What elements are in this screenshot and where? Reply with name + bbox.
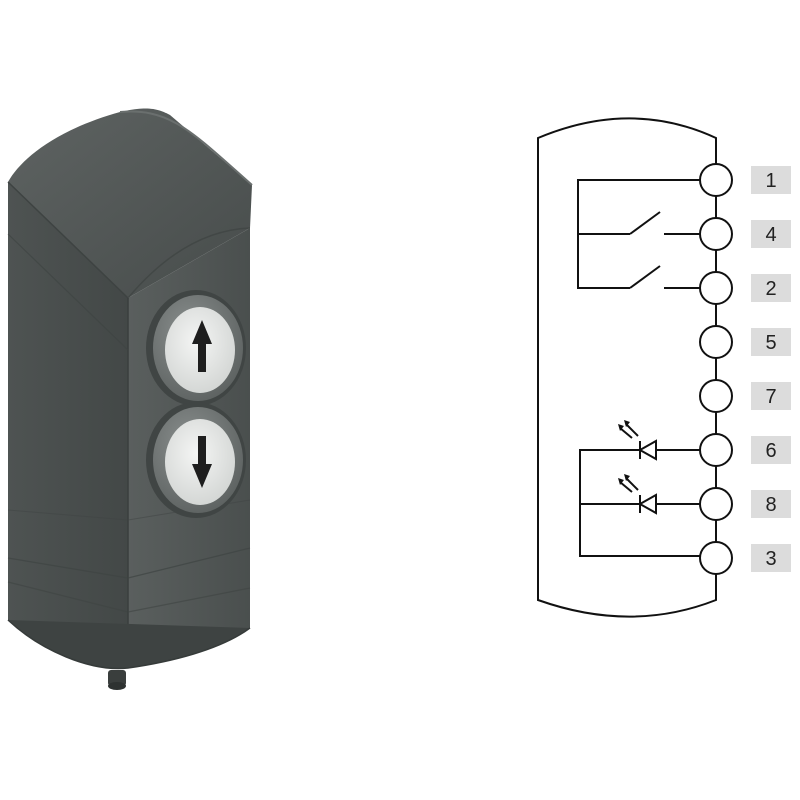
diagram-outline xyxy=(537,117,717,618)
terminal-circle xyxy=(699,217,733,251)
terminal-pin-2: 2 xyxy=(699,271,791,305)
terminal-pin-8: 8 xyxy=(699,487,791,521)
pin-label-background xyxy=(751,544,791,572)
pin-label: 8 xyxy=(765,494,776,516)
terminal-circle xyxy=(699,163,733,197)
terminal-pin-3: 3 xyxy=(699,541,791,575)
led-upper-icon xyxy=(619,423,670,461)
pin-label: 2 xyxy=(765,278,776,300)
pin-label: 3 xyxy=(765,548,776,570)
pin-label-background xyxy=(751,220,791,248)
pin-label: 4 xyxy=(765,224,776,246)
switch-up-icon xyxy=(629,211,700,235)
led-lower-icon xyxy=(619,477,670,515)
arrow-up-icon xyxy=(192,320,212,372)
terminal-circle xyxy=(699,271,733,305)
button-up[interactable] xyxy=(146,290,246,406)
terminal-circle xyxy=(699,325,733,359)
housing-top xyxy=(8,108,252,298)
connector-stub xyxy=(108,670,126,686)
arrow-down-icon xyxy=(192,436,212,488)
terminal-pin-4: 4 xyxy=(699,217,791,251)
pin-label: 6 xyxy=(765,440,776,462)
terminal-pin-5: 5 xyxy=(699,325,791,359)
pin-label-background xyxy=(751,490,791,518)
switch-down-icon xyxy=(629,265,700,289)
terminal-circle xyxy=(699,433,733,467)
button-down[interactable] xyxy=(146,402,246,518)
pin-label-background xyxy=(751,274,791,302)
pin-label-background xyxy=(751,328,791,356)
terminal-circle xyxy=(699,379,733,413)
pin-label: 7 xyxy=(765,386,776,408)
terminal-circle xyxy=(699,541,733,575)
pin-label: 1 xyxy=(765,170,776,192)
pin-label-background xyxy=(751,166,791,194)
terminal-pin-7: 7 xyxy=(699,379,791,413)
pin-label: 5 xyxy=(765,332,776,354)
terminal-circle xyxy=(699,487,733,521)
terminal-pin-1: 1 xyxy=(699,163,791,197)
pin-label-background xyxy=(751,436,791,464)
pin-label-background xyxy=(751,382,791,410)
terminal-pins: 1 4 2 5 7 6 8 3 xyxy=(699,163,791,575)
housing-left-face xyxy=(8,182,128,655)
terminal-pin-6: 6 xyxy=(699,433,791,467)
